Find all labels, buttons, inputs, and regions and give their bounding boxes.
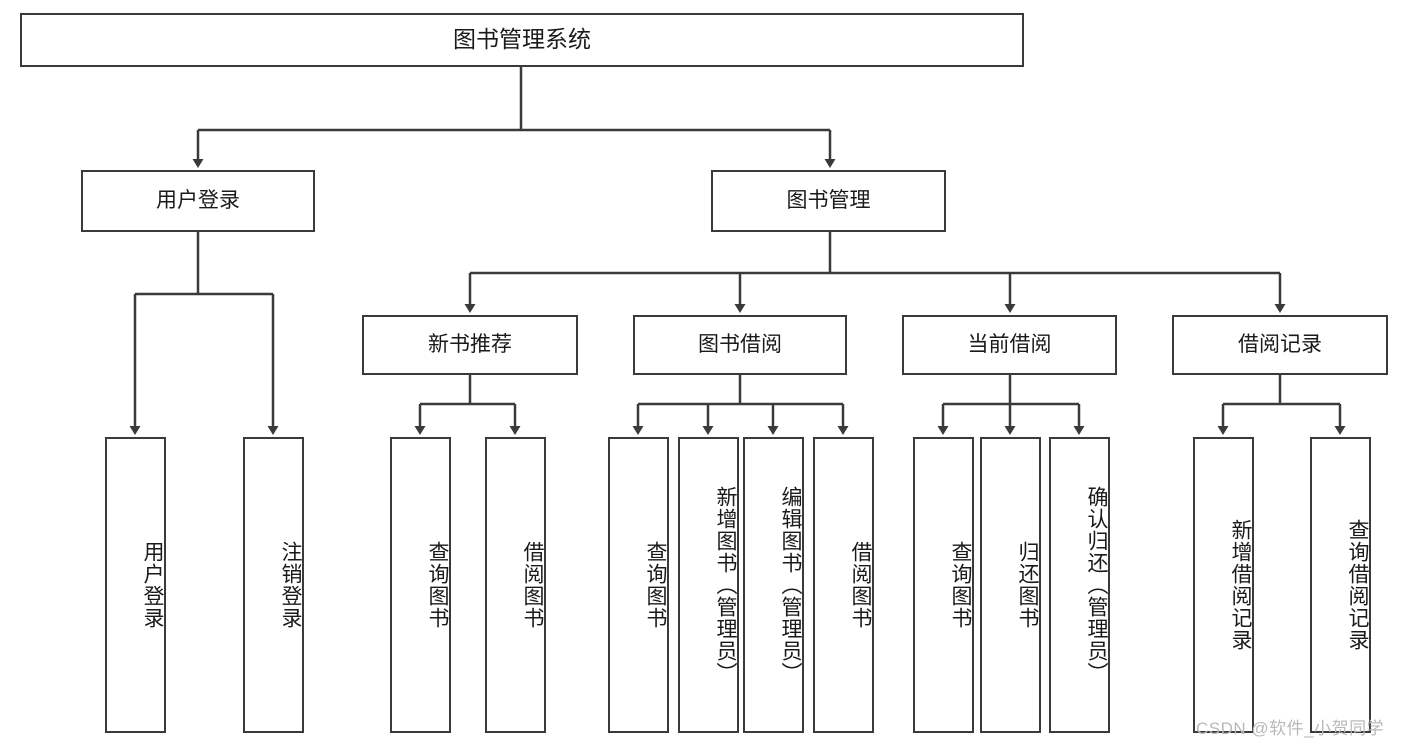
node-leaf-edit-book-label: 编辑图书（管理员） [779,486,802,684]
node-leaf-add-record[interactable]: 新增借阅记录 [1193,437,1254,733]
node-leaf-query-record-label: 查询借阅记录 [1346,519,1369,651]
node-current-borrow[interactable]: 当前借阅 [902,315,1117,375]
node-leaf-edit-book[interactable]: 编辑图书（管理员） [743,437,804,733]
node-leaf-borrow-book-2-label: 借阅图书 [849,541,872,629]
node-leaf-query-record[interactable]: 查询借阅记录 [1310,437,1371,733]
node-leaf-user-logout-label: 注销登录 [279,541,302,629]
node-leaf-borrow-book-1-label: 借阅图书 [521,541,544,629]
node-leaf-user-logout[interactable]: 注销登录 [243,437,304,733]
node-user-login[interactable]: 用户登录 [81,170,315,232]
node-leaf-user-login[interactable]: 用户登录 [105,437,166,733]
node-leaf-confirm-return[interactable]: 确认归还（管理员） [1049,437,1110,733]
node-leaf-query-book-3[interactable]: 查询图书 [913,437,974,733]
node-new-book-recommend-label: 新书推荐 [428,332,512,356]
node-borrow-record-label: 借阅记录 [1238,332,1322,356]
watermark: CSDN @软件_小贺同学 [1196,719,1385,738]
node-leaf-borrow-book-2[interactable]: 借阅图书 [813,437,874,733]
node-leaf-query-book-2-label: 查询图书 [644,541,667,629]
node-leaf-query-book-3-label: 查询图书 [949,541,972,629]
node-leaf-confirm-return-label: 确认归还（管理员） [1085,486,1108,684]
node-leaf-query-book-1[interactable]: 查询图书 [390,437,451,733]
node-leaf-user-login-label: 用户登录 [141,541,164,629]
node-current-borrow-label: 当前借阅 [967,332,1052,356]
node-leaf-query-book-1-label: 查询图书 [426,541,449,629]
node-leaf-return-book-label: 归还图书 [1016,541,1039,629]
node-book-manage-label: 图书管理 [786,188,871,212]
node-borrow-record[interactable]: 借阅记录 [1172,315,1388,375]
node-leaf-borrow-book-1[interactable]: 借阅图书 [485,437,546,733]
node-book-manage[interactable]: 图书管理 [711,170,946,232]
node-root[interactable]: 图书管理系统 [20,13,1024,67]
node-leaf-add-record-label: 新增借阅记录 [1229,519,1252,651]
node-new-book-recommend[interactable]: 新书推荐 [362,315,578,375]
node-book-borrow[interactable]: 图书借阅 [633,315,847,375]
node-leaf-return-book[interactable]: 归还图书 [980,437,1041,733]
node-leaf-add-book-label: 新增图书（管理员） [714,486,737,684]
node-book-borrow-label: 图书借阅 [698,332,782,356]
node-leaf-query-book-2[interactable]: 查询图书 [608,437,669,733]
node-root-label: 图书管理系统 [453,26,591,53]
node-leaf-add-book[interactable]: 新增图书（管理员） [678,437,739,733]
node-user-login-label: 用户登录 [156,188,240,212]
